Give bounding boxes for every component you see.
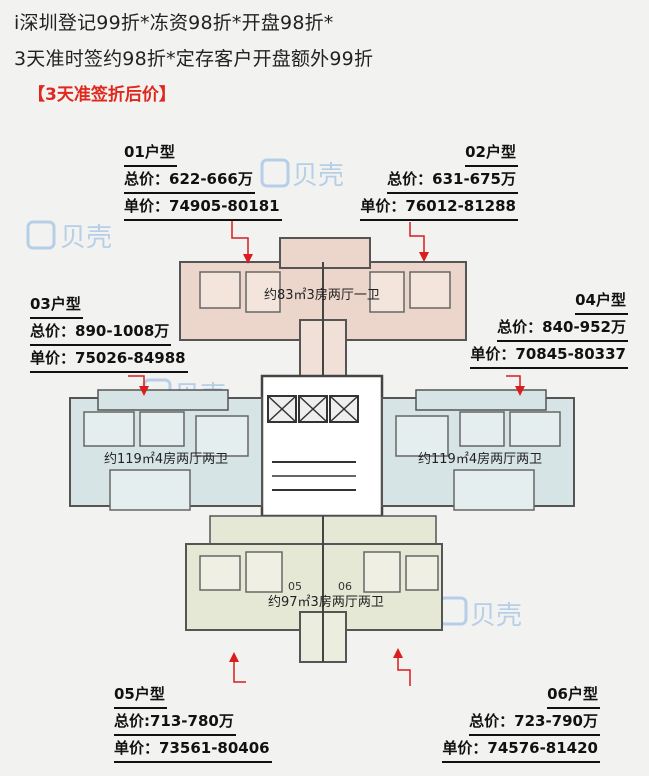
watermark-text-left: 贝壳 <box>60 223 112 253</box>
unit-04-price: 70845-80337 <box>515 345 626 363</box>
unit-04-info: 04户型 总价：840-952万 单价：70845-80337 <box>458 288 628 369</box>
unit-04-total: 840-952万 <box>542 318 626 336</box>
unit-03-total: 890-1008万 <box>75 322 170 340</box>
tag-bracket-open: 【 <box>28 85 45 105</box>
unit-01-title: 01户型 <box>124 140 177 167</box>
tag-text: 3天准签折后价 <box>45 85 159 105</box>
unit-03-title: 03户型 <box>30 292 83 319</box>
unit-05-info: 05户型 总价:713-780万 单价：73561-80406 <box>114 682 272 763</box>
unit-02-total: 631-675万 <box>432 170 516 188</box>
discount-tag: 【3天准签折后价】 <box>28 80 176 105</box>
left-wing: 约119㎡4房两厅两卫 <box>69 389 263 511</box>
unit-01-price-label: 单价： <box>124 197 170 215</box>
plan-label-left: 约119㎡4房两厅两卫 <box>104 451 228 467</box>
unit-03-total-label: 总价： <box>30 322 76 340</box>
unit-03-price: 75026-84988 <box>75 349 186 367</box>
unit-02-info: 02户型 总价：631-675万 单价：76012-81288 <box>354 140 518 221</box>
unit-01-total: 622-666万 <box>169 170 253 188</box>
unit-03-info: 03户型 总价：890-1008万 单价：75026-84988 <box>30 292 188 373</box>
unit-02-price: 76012-81288 <box>405 197 516 215</box>
watermark-text-bottom: 贝壳 <box>470 601 522 631</box>
unit-05-price-label: 单价： <box>114 739 160 757</box>
unit-05-total: 713-780万 <box>150 712 234 730</box>
unit-06-title: 06户型 <box>547 682 600 709</box>
promo-line-1: i深圳登记99折*冻资98折*开盘98折* <box>14 12 334 34</box>
plan-label-top: 约83㎡3房两厅一卫 <box>264 287 380 303</box>
unit-04-title: 04户型 <box>575 288 628 315</box>
plan-number-05: 05 <box>288 580 302 593</box>
plan-label-bottom: 约97㎡3房两厅两卫 <box>268 594 384 610</box>
unit-06-price: 74576-81420 <box>487 739 598 757</box>
unit-04-total-label: 总价： <box>497 318 543 336</box>
core <box>260 374 384 518</box>
unit-01-info: 01户型 总价：622-666万 单价：74905-80181 <box>124 140 282 221</box>
plan-number-06: 06 <box>338 580 352 593</box>
top-wing: 约83㎡3房两厅一卫 <box>179 237 467 377</box>
unit-05-total-label: 总价: <box>114 712 150 730</box>
unit-06-price-label: 单价： <box>442 739 488 757</box>
promo-line-2: 3天准时签约98折*定存客户开盘额外99折 <box>14 48 374 70</box>
arrows <box>128 220 525 686</box>
unit-04-price-label: 单价： <box>470 345 516 363</box>
bottom-wing: 05 06 约97㎡3房两厅两卫 <box>185 515 443 663</box>
unit-06-info: 06户型 总价：723-790万 单价：74576-81420 <box>430 682 600 763</box>
unit-05-price: 73561-80406 <box>159 739 270 757</box>
tag-bracket-close: 】 <box>158 85 176 105</box>
right-wing: 约119㎡4房两厅两卫 <box>381 389 575 511</box>
unit-06-total: 723-790万 <box>514 712 598 730</box>
unit-06-total-label: 总价： <box>469 712 515 730</box>
plan-label-right: 约119㎡4房两厅两卫 <box>418 451 542 467</box>
unit-02-title: 02户型 <box>465 140 518 167</box>
watermark-text-top: 贝壳 <box>292 161 344 191</box>
unit-05-title: 05户型 <box>114 682 167 709</box>
unit-03-price-label: 单价： <box>30 349 76 367</box>
unit-02-price-label: 单价： <box>360 197 406 215</box>
unit-02-total-label: 总价： <box>387 170 433 188</box>
unit-01-price: 74905-80181 <box>169 197 280 215</box>
unit-01-total-label: 总价： <box>124 170 170 188</box>
